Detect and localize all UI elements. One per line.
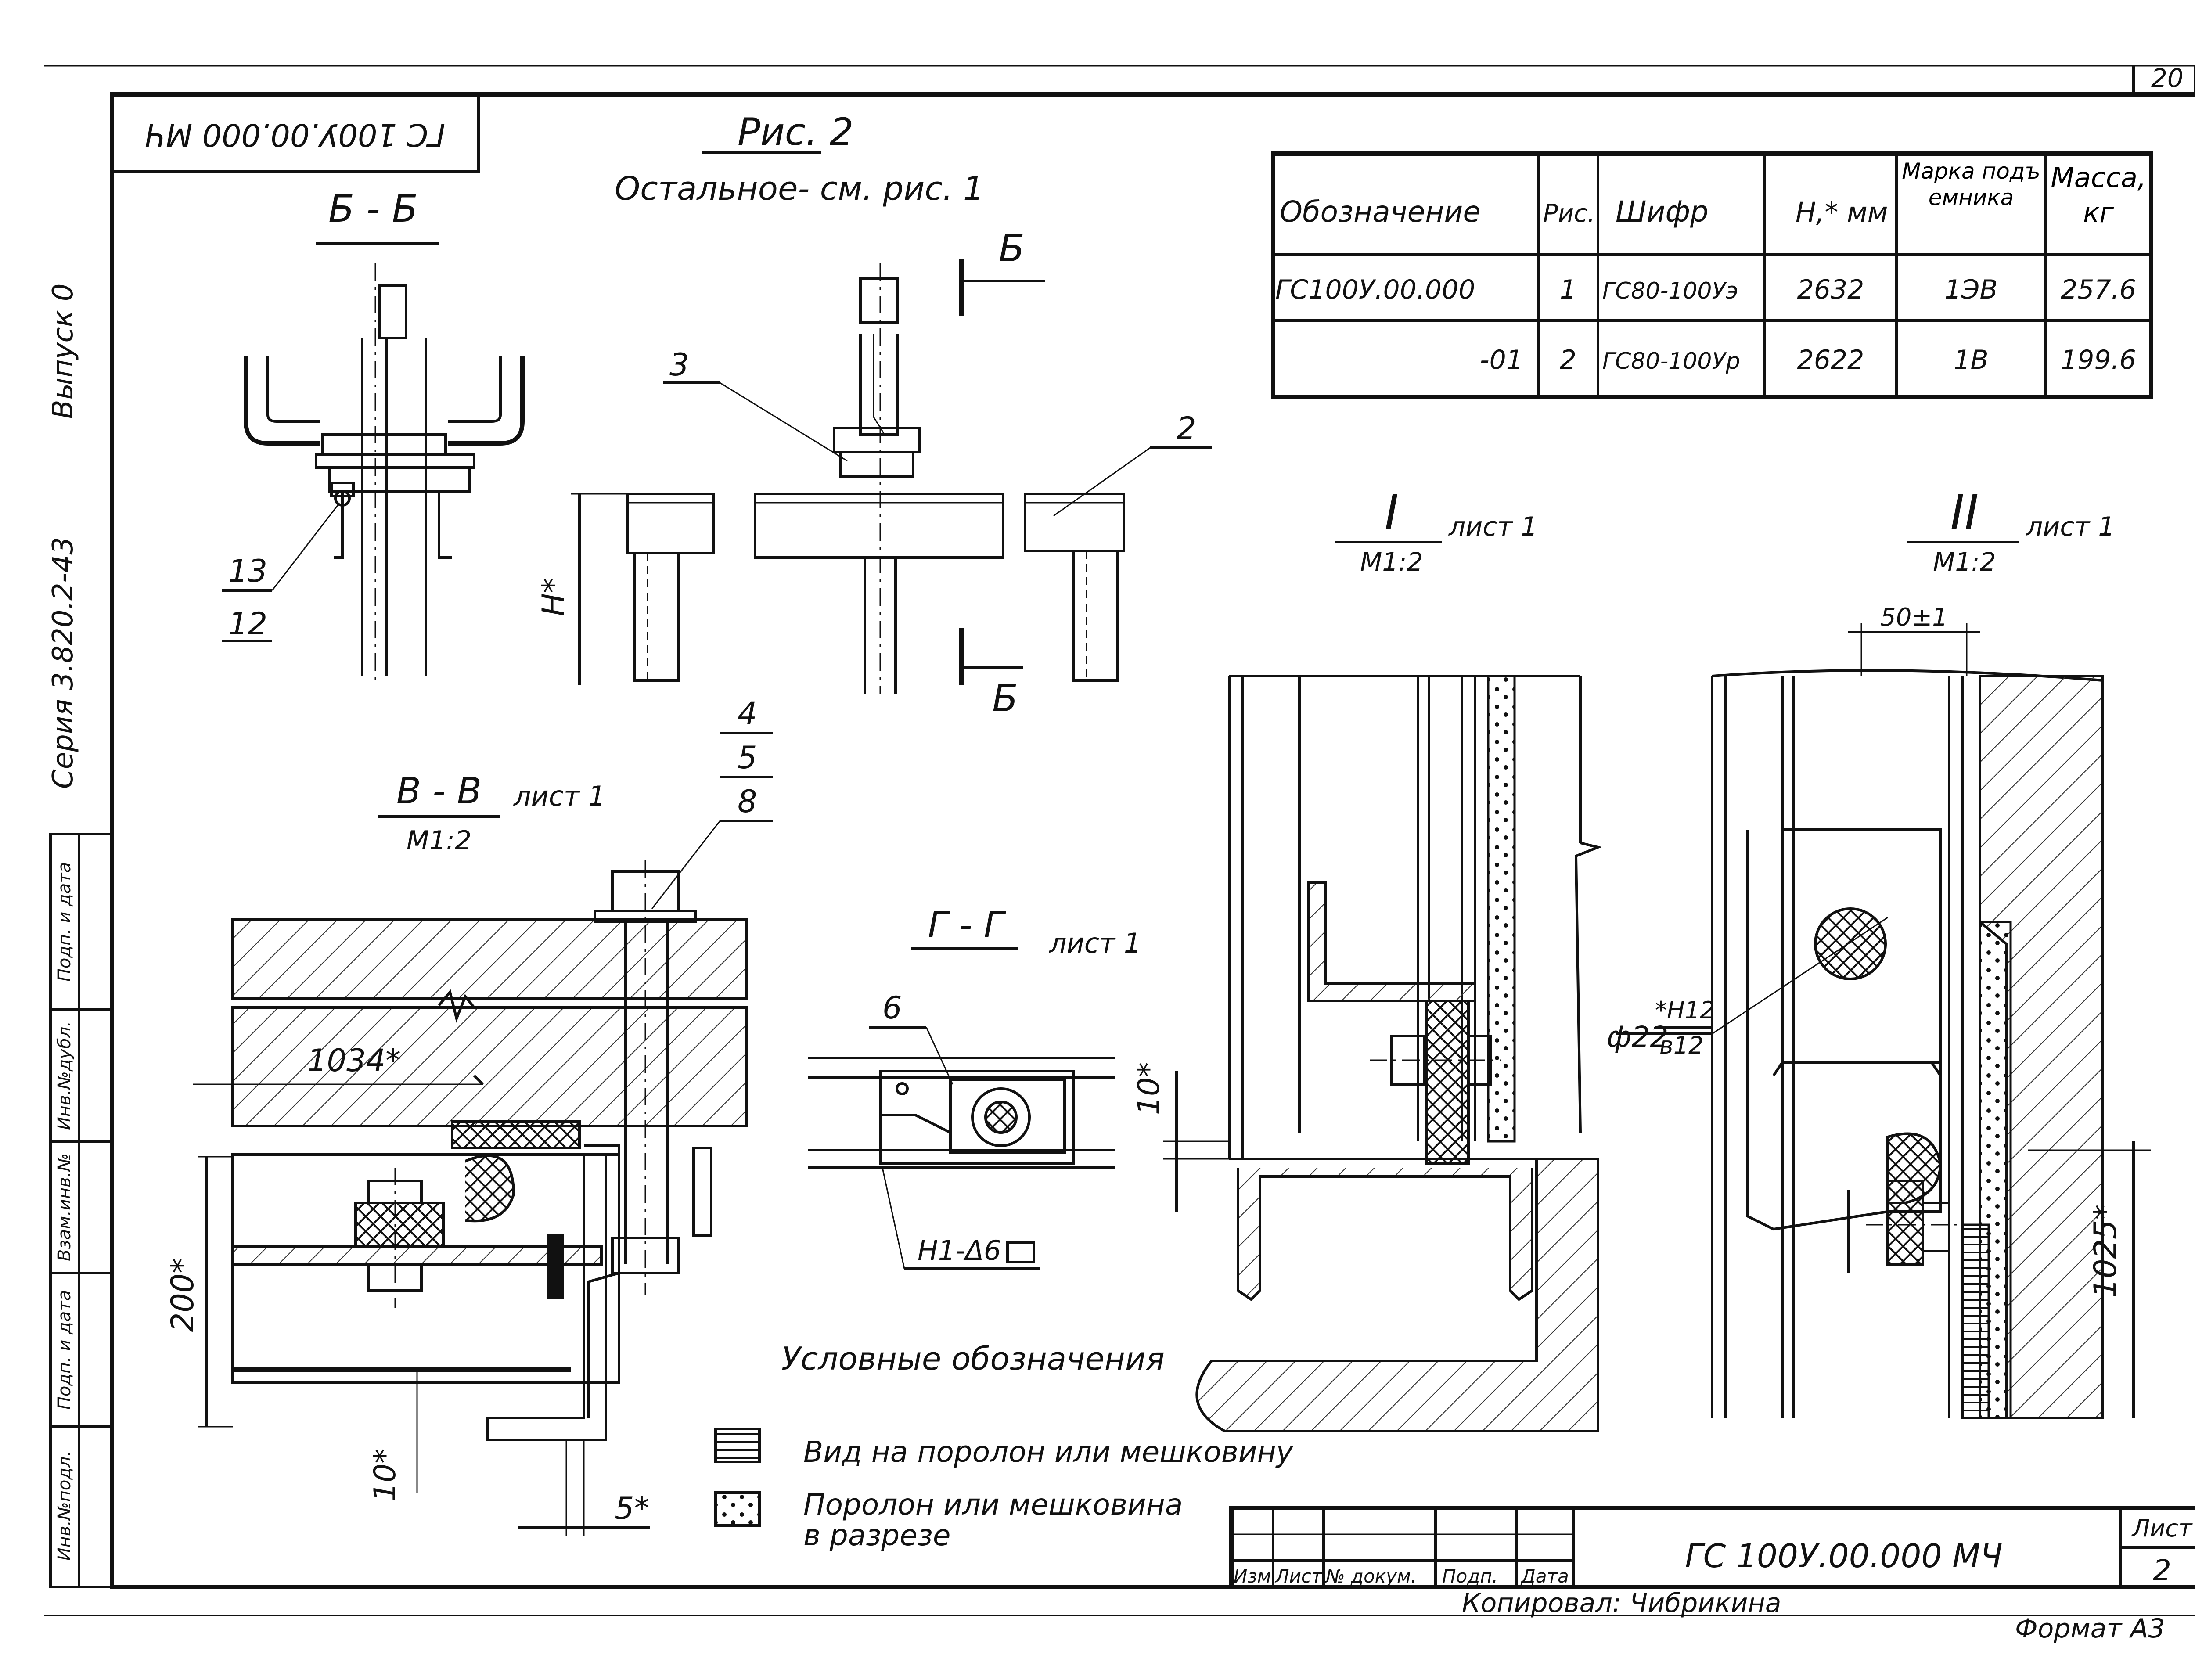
detail-2-title: II (1950, 484, 1979, 540)
cell-1-2: ГС80-100Ур (1602, 348, 1740, 374)
cell-1-4: 1В (1954, 345, 1988, 375)
section-gg-note: лист 1 (1049, 927, 1141, 959)
cell-1-0: -01 (1480, 345, 1523, 375)
dim-phi-tol-bot: в12 (1659, 1032, 1704, 1059)
detail-1-scale: М1:2 (1360, 547, 1423, 577)
th-fig: Рис. (1543, 199, 1595, 228)
detail-1-note: лист 1 (1448, 511, 1538, 542)
label-6: 6 (882, 990, 902, 1026)
section-vv-view: В - В М1:2 лист 1 1034* (165, 696, 773, 1536)
vertical-series: Серия 3.820.2-43 (47, 537, 79, 789)
legend-swatch-face (714, 1428, 761, 1463)
figure-subtitle: Остальное- см. рис. 1 (615, 170, 984, 208)
th-height: H,* мм (1796, 196, 1888, 228)
rotated-stamp: ГС 100У.00.000 МЧ (111, 93, 480, 173)
label-13: 13 (228, 553, 267, 589)
label-8: 8 (738, 784, 757, 820)
dim-1025: 1025* (2087, 1204, 2123, 1298)
footer-copied-by: Копировал: Чибрикина (1462, 1588, 1781, 1619)
legend-swatch-section (714, 1491, 761, 1527)
label-3: 3 (669, 347, 689, 383)
cell-0-0: ГС100У.00.000 (1275, 274, 1475, 305)
cell-0-1: 1 (1560, 274, 1576, 305)
dim-1034: 1034* (307, 1043, 401, 1079)
section-vv-scale: М1:2 (407, 825, 471, 856)
detail-1-header: I М1:2 лист 1 (1335, 484, 1538, 577)
section-gg-title: Г - Г (928, 904, 1006, 946)
th-lift: Марка подъемника (1902, 158, 2040, 210)
tb-col-date: Дата (1520, 1565, 1569, 1587)
weld-mark: Н1-Δ6 (918, 1234, 1001, 1266)
strip-cell-3: Инв.№дубл. (54, 1021, 75, 1130)
legend-item-1: Поролон или мешковина (803, 1488, 1183, 1522)
dim-10-left: 10* (368, 1449, 403, 1502)
label-4: 4 (738, 696, 757, 732)
tb-sheet-label: Лист (2131, 1515, 2193, 1542)
label-5: 5 (738, 740, 757, 776)
strip-cell-1: Подп. и дата (54, 1290, 75, 1410)
detail-1-title: I (1385, 484, 1399, 540)
legend-item-0: Вид на поролон или мешковину (803, 1435, 1294, 1469)
strip-cell-0: Инв.№подл. (54, 1451, 75, 1561)
section-vv-note: лист 1 (513, 780, 605, 812)
th-designation: Обозначение (1280, 195, 1481, 229)
dim-10-right: 10* (1132, 1062, 1166, 1115)
detail-2-drawing: 50±1 1025* ф22 *H12 в12 (1607, 603, 2151, 1419)
cut-mark-bottom: Б (992, 676, 1018, 720)
detail-2-scale: М1:2 (1933, 547, 1996, 577)
label-2: 2 (1177, 410, 1196, 446)
title-block: Изм Лист № докум. Подп. Дата ГС 100У.00.… (1229, 1506, 2195, 1589)
th-mass: Масса, кг (2051, 162, 2146, 229)
cell-0-4: 1ЭВ (1944, 274, 1997, 305)
tb-designation: ГС 100У.00.000 МЧ (1685, 1537, 2002, 1575)
dim-phi: ф22 (1607, 1020, 1668, 1054)
cut-mark-top: Б (999, 227, 1025, 270)
cell-1-5: 199.6 (2061, 345, 2136, 375)
detail-2-note: лист 1 (2026, 511, 2115, 542)
th-code: Шифр (1616, 195, 1709, 229)
tb-col-doc: № докум. (1325, 1565, 1417, 1587)
cell-1-1: 2 (1560, 345, 1576, 375)
left-registration-strip: Инв.№подл. Подп. и дата Взам.инв.№ Инв.№… (49, 833, 113, 1588)
spec-table: Обозначение Рис. Шифр H,* мм Марка подъе… (1271, 151, 2153, 399)
section-vv-title: В - В (396, 770, 482, 812)
detail-2-header: II М1:2 лист 1 (1907, 484, 2115, 577)
dim-50: 50±1 (1880, 603, 1948, 632)
cell-0-3: 2632 (1797, 274, 1864, 305)
dim-200: 200* (165, 1258, 201, 1332)
dim-h: H* (536, 578, 572, 616)
strip-cell-2: Взам.инв.№ (54, 1153, 75, 1261)
label-12: 12 (228, 606, 267, 642)
front-view: H* Б Б 3 2 (536, 227, 1212, 720)
vertical-issue: Выпуск 0 (47, 283, 79, 419)
rotated-stamp-text: ГС 100У.00.000 МЧ (145, 117, 445, 153)
figure-title: Рис. 2 (738, 110, 853, 154)
section-gg-view: Г - Г лист 1 6 Н1-Δ6 (808, 904, 1141, 1270)
section-bb-title: Б - Б (328, 187, 418, 231)
legend-item-1-line2: в разрезе (803, 1518, 951, 1552)
tb-sheet-number: 2 (2153, 1554, 2171, 1587)
cell-0-2: ГС80-100Уэ (1602, 278, 1738, 304)
tb-col-izm: Изм (1234, 1565, 1271, 1587)
section-bb-view: Б - Б (244, 187, 525, 685)
cell-0-5: 257.6 (2061, 274, 2136, 305)
strip-cell-4: Подп. и дата (54, 862, 75, 982)
dim-phi-tol-top: *H12 (1655, 996, 1715, 1024)
tb-col-list: Лист (1274, 1565, 1323, 1587)
cell-1-3: 2622 (1797, 345, 1864, 375)
legend-title: Условные обозначения (781, 1340, 1165, 1377)
legend: Условные обозначения Вид на поролон или … (714, 1340, 1294, 1552)
tb-col-sign: Подп. (1442, 1565, 1498, 1587)
dim-5: 5* (615, 1490, 650, 1526)
page-number: 20 (2151, 63, 2184, 93)
detail-1-drawing: 10* (1132, 675, 1602, 1432)
footer-format: Формат А3 (2015, 1613, 2165, 1644)
